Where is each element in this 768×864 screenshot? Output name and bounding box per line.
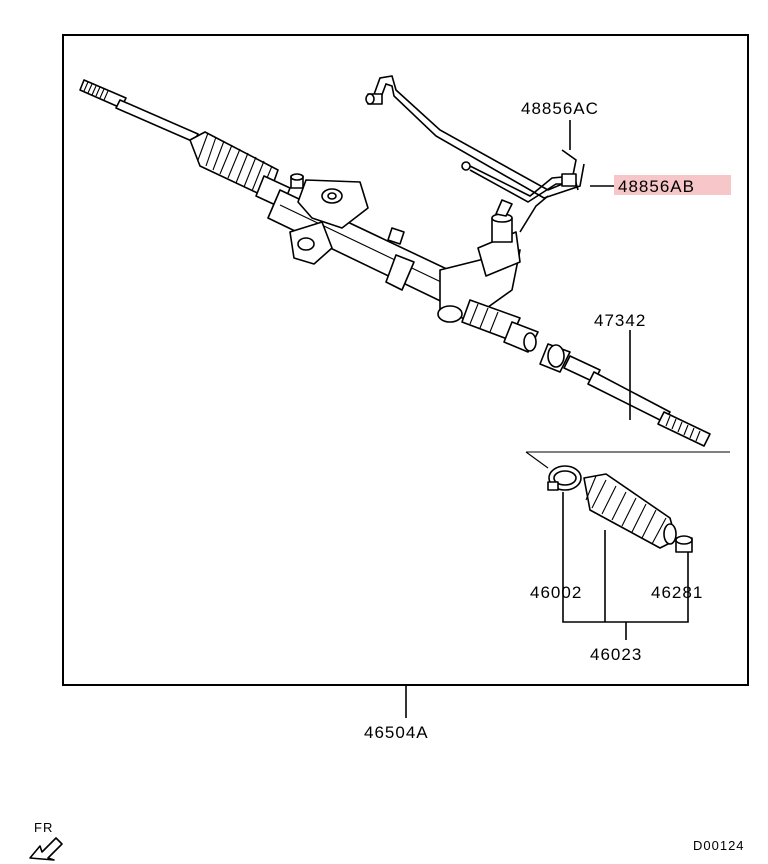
label-47342: 47342 [594,311,646,330]
pinion-valve-housing [437,199,539,353]
clip-46281[interactable] [675,535,693,553]
leader-lines [405,120,689,718]
return-tube-48856AB[interactable] [461,161,579,233]
front-direction-label: FR [34,820,53,835]
highlight-48856AB [614,175,731,195]
rack-housing [267,173,471,309]
label-46281: 46281 [651,583,703,602]
label-48856AC: 48856AC [521,99,599,118]
label-48856AB: 48856AB [618,177,695,196]
boot-46023[interactable] [583,473,677,549]
tie-rod-47342[interactable] [539,343,711,447]
front-direction-arrow-icon [29,837,63,861]
label-46504A: 46504A [364,723,429,742]
label-46023: 46023 [590,645,642,664]
label-46002: 46002 [530,583,582,602]
left-tie-rod [79,79,199,143]
diagram-code: D00124 [693,838,745,853]
steering-rack-assembly[interactable] [79,79,539,353]
pressure-tube-48856AC[interactable] [365,75,585,199]
explode-guide-line [525,451,730,469]
left-boot [189,131,291,209]
diagram-frame [62,34,749,686]
band-46002[interactable] [547,465,582,491]
